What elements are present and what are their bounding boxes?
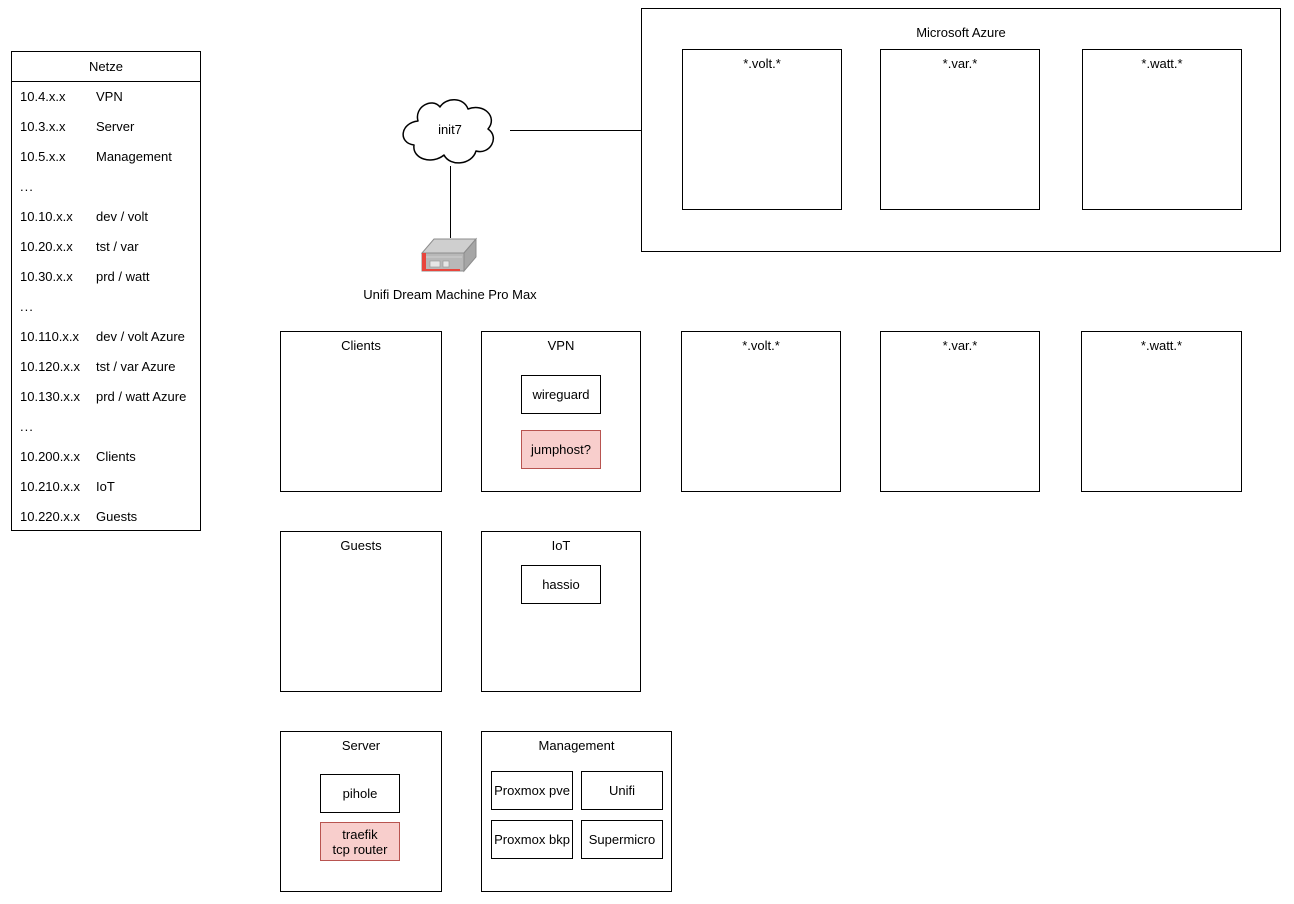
connector-cloud-to-azure (510, 130, 642, 132)
zone-title: Guests (340, 538, 382, 553)
node-unifi[interactable]: Unifi (581, 771, 663, 810)
netze-table-body: 10.4.x.x VPN 10.3.x.x Server 10.5.x.x Ma… (12, 82, 200, 530)
netze-label: tst / var Azure (96, 359, 176, 374)
table-row: 10.4.x.x VPN (12, 82, 200, 112)
zone-clients: Clients (280, 331, 442, 492)
node-traefik[interactable]: traefik tcp router (320, 822, 400, 861)
zone-title: *.volt.* (742, 338, 780, 353)
netze-cidr: 10.4.x.x (20, 89, 66, 104)
node-supermicro[interactable]: Supermicro (581, 820, 663, 859)
table-row: 10.200.x.x Clients (12, 442, 200, 472)
node-proxmox-pve[interactable]: Proxmox pve (491, 771, 573, 810)
zone-server: Server pihole traefik tcp router (280, 731, 442, 892)
azure-env-title: *.watt.* (1141, 56, 1183, 71)
netze-label: dev / volt (96, 209, 149, 224)
table-row: 10.110.x.x dev / volt Azure (12, 322, 200, 352)
node-proxmox-bkp[interactable]: Proxmox bkp (491, 820, 573, 859)
table-row: 10.210.x.x IoT (12, 472, 200, 502)
zone-volt: *.volt.* (681, 331, 841, 492)
netze-cidr: 10.210.x.x (20, 479, 80, 494)
zone-vpn: VPN wireguard jumphost? (481, 331, 641, 492)
netze-label: IoT (96, 479, 115, 494)
table-row: 10.3.x.x Server (12, 112, 200, 142)
zone-title: *.var.* (942, 338, 978, 353)
netze-cidr: 10.200.x.x (20, 449, 80, 464)
table-row-separator: ... (12, 292, 200, 322)
zone-guests: Guests (280, 531, 442, 692)
table-row-separator: ... (12, 172, 200, 202)
azure-title: Microsoft Azure (916, 25, 1006, 40)
netze-label: Server (96, 119, 135, 134)
table-row: 10.20.x.x tst / var (12, 232, 200, 262)
zone-title: Management (538, 738, 615, 753)
netze-label: Management (96, 149, 172, 164)
netze-legend-table: Netze 10.4.x.x VPN 10.3.x.x Server 10.5.… (11, 51, 201, 531)
table-row: 10.130.x.x prd / watt Azure (12, 382, 200, 412)
zone-title: *.watt.* (1140, 338, 1183, 353)
zone-title: VPN (547, 338, 575, 353)
table-row: 10.10.x.x dev / volt (12, 202, 200, 232)
netze-cidr: ... (20, 419, 34, 434)
netze-cidr: 10.10.x.x (20, 209, 73, 224)
netze-cidr: ... (20, 179, 34, 194)
zone-var: *.var.* (880, 331, 1040, 492)
table-row-separator: ... (12, 412, 200, 442)
isp-cloud: init7 (388, 95, 512, 167)
connector-cloud-to-gateway (450, 166, 452, 238)
azure-env-title: *.volt.* (743, 56, 781, 71)
table-row: 10.220.x.x Guests (12, 502, 200, 532)
node-hassio[interactable]: hassio (521, 565, 601, 604)
netze-label: Clients (96, 449, 136, 464)
netze-table-header: Netze (12, 52, 200, 82)
unifi-dream-machine-icon (418, 237, 480, 281)
cloud-icon (402, 99, 494, 164)
netze-cidr: 10.220.x.x (20, 509, 80, 524)
node-wireguard[interactable]: wireguard (521, 375, 601, 414)
zone-title: Server (341, 738, 381, 753)
netze-cidr: ... (20, 299, 34, 314)
netze-cidr: 10.3.x.x (20, 119, 66, 134)
table-row: 10.120.x.x tst / var Azure (12, 352, 200, 382)
netze-cidr: 10.30.x.x (20, 269, 73, 284)
netze-cidr: 10.130.x.x (20, 389, 80, 404)
zone-watt: *.watt.* (1081, 331, 1242, 492)
netze-cidr: 10.110.x.x (20, 329, 80, 344)
netze-label: tst / var (96, 239, 139, 254)
netze-cidr: 10.5.x.x (20, 149, 66, 164)
netze-cidr: 10.20.x.x (20, 239, 73, 254)
zone-iot: IoT hassio (481, 531, 641, 692)
azure-env-title: *.var.* (942, 56, 978, 71)
gateway-label: Unifi Dream Machine Pro Max (363, 287, 537, 302)
zone-title: Clients (341, 338, 381, 353)
table-row: 10.30.x.x prd / watt (12, 262, 200, 292)
netze-label: VPN (96, 89, 123, 104)
table-row: 10.5.x.x Management (12, 142, 200, 172)
netze-label: dev / volt Azure (96, 329, 185, 344)
azure-env-volt: *.volt.* (682, 49, 842, 210)
zone-title: IoT (551, 538, 571, 553)
node-jumphost[interactable]: jumphost? (521, 430, 601, 469)
azure-env-var: *.var.* (880, 49, 1040, 210)
netze-label: prd / watt (96, 269, 150, 284)
router-appliance-icon (420, 237, 478, 273)
azure-env-watt: *.watt.* (1082, 49, 1242, 210)
node-pihole[interactable]: pihole (320, 774, 400, 813)
netze-label: prd / watt Azure (96, 389, 187, 404)
zone-management: Management Proxmox pve Unifi Proxmox bkp… (481, 731, 672, 892)
netze-cidr: 10.120.x.x (20, 359, 80, 374)
netze-label: Guests (96, 509, 138, 524)
